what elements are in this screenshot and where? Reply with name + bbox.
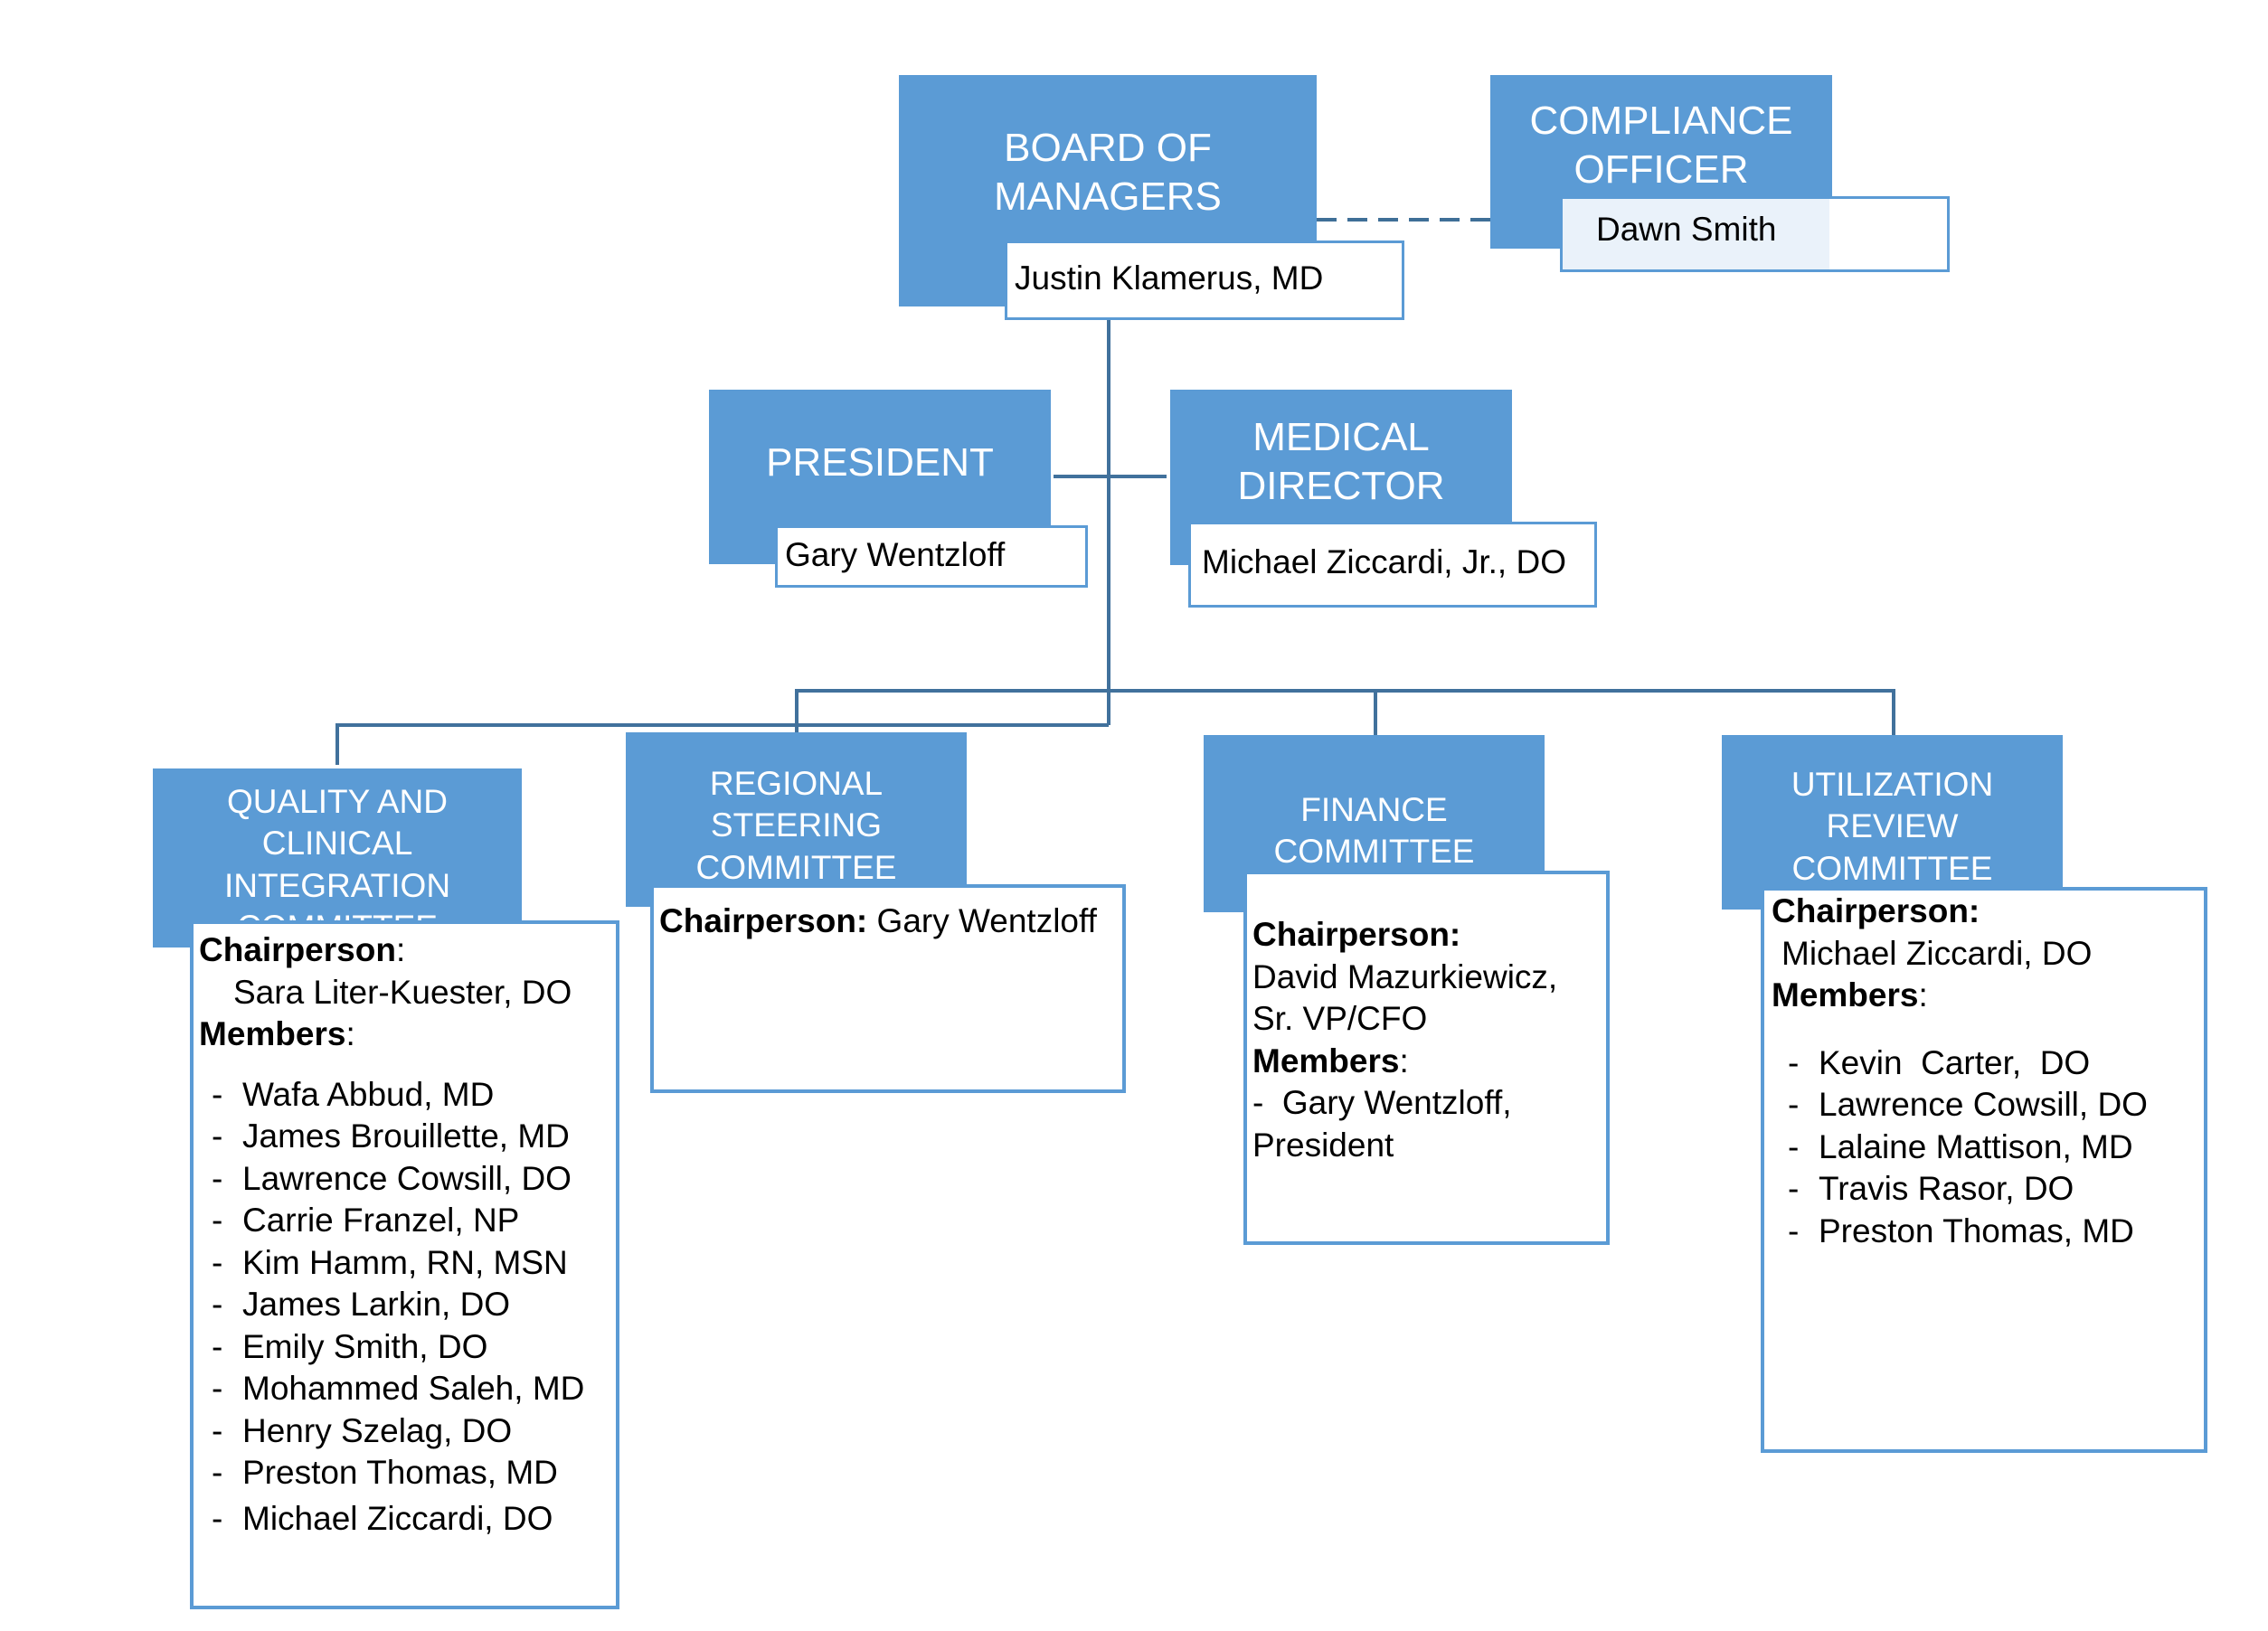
board-title: BOARD OF MANAGERS — [994, 126, 1222, 219]
regional-title: REGIONAL STEERING COMMITTEE — [695, 765, 897, 886]
member-name: Preston Thomas, MD — [242, 1454, 558, 1491]
member-name: Preston Thomas, MD — [1819, 1211, 2134, 1249]
finance-title: FINANCE COMMITTEE — [1273, 791, 1475, 871]
list-item: -Travis Rasor, DO — [1772, 1168, 2204, 1211]
list-item: -James Larkin, DO — [199, 1284, 616, 1326]
list-item: -Carrie Franzel, NP — [199, 1200, 616, 1242]
compliance-title: COMPLIANCE OFFICER — [1529, 99, 1793, 192]
member-name: Travis Rasor, DO — [1819, 1170, 2074, 1207]
regional-chair-label: Chairperson: — [659, 902, 868, 939]
utilization-header: UTILIZATION REVIEW COMMITTEE — [1722, 735, 2063, 910]
president-person-box: Gary Wentzloff — [775, 525, 1088, 588]
finance-chair-label: Chairperson: — [1252, 916, 1461, 953]
medical-director-person-box: Michael Ziccardi, Jr., DO — [1188, 522, 1597, 608]
quality-members-label: Members — [199, 1015, 346, 1052]
board-person-box: Justin Klamerus, MD — [1005, 240, 1404, 320]
list-item: -Emily Smith, DO — [199, 1326, 616, 1369]
finance-members-line: Members: — [1252, 1042, 1409, 1079]
quality-chair-name: Sara Liter-Kuester, DO — [233, 973, 572, 1011]
finance-member-name: Gary Wentzloff, — [1281, 1084, 1512, 1121]
list-item: -Lawrence Cowsill, DO — [1772, 1084, 2204, 1127]
member-name: Wafa Abbud, MD — [242, 1075, 495, 1113]
quality-details-box: Chairperson: Sara Liter-Kuester, DO Memb… — [190, 920, 619, 1609]
finance-chair-name-line1: David Mazurkiewicz, — [1252, 957, 1558, 995]
compliance-person: Dawn Smith — [1596, 211, 1777, 248]
member-name: Mohammed Saleh, MD — [242, 1370, 585, 1407]
regional-chair-name: Gary Wentzloff — [876, 902, 1097, 939]
list-item: -Lalaine Mattison, MD — [1772, 1127, 2204, 1169]
quality-chair-label: Chairperson — [199, 931, 396, 968]
quality-header: QUALITY AND CLINICAL INTEGRATION COMMITT… — [153, 768, 522, 947]
president-person: Gary Wentzloff — [785, 536, 1006, 573]
quality-chair-line: Chairperson: — [199, 931, 406, 968]
member-name: Kim Hamm, RN, MSN — [242, 1243, 568, 1281]
regional-chair-line: Chairperson: Gary Wentzloff — [659, 900, 1122, 943]
member-name: Lawrence Cowsill, DO — [1819, 1086, 2148, 1123]
finance-member-line1: - Gary Wentzloff, — [1252, 1084, 1512, 1121]
list-item: -Wafa Abbud, MD — [199, 1074, 616, 1117]
list-item: -Mohammed Saleh, MD — [199, 1368, 616, 1410]
member-name: Henry Szelag, DO — [242, 1411, 513, 1449]
medical-director-title: MEDICAL DIRECTOR — [1237, 415, 1445, 508]
member-name: James Larkin, DO — [242, 1286, 511, 1323]
compliance-person-box: Dawn Smith — [1560, 196, 1950, 272]
regional-details-box: Chairperson: Gary Wentzloff — [650, 884, 1126, 1093]
utilization-members-list: -Kevin Carter, DO -Lawrence Cowsill, DO … — [1772, 1042, 2204, 1253]
finance-chair-name-line2: Sr. VP/CFO — [1252, 1000, 1428, 1037]
utilization-details-box: Chairperson: Michael Ziccardi, DO Member… — [1761, 887, 2207, 1453]
utilization-title: UTILIZATION REVIEW COMMITTEE — [1791, 766, 1994, 887]
member-name: Michael Ziccardi, DO — [242, 1499, 553, 1537]
list-item: -Kevin Carter, DO — [1772, 1042, 2204, 1085]
list-item: -James Brouillette, MD — [199, 1116, 616, 1158]
list-item: -Lawrence Cowsill, DO — [199, 1158, 616, 1201]
utilization-chair-name: Michael Ziccardi, DO — [1781, 934, 2093, 972]
regional-header: REGIONAL STEERING COMMITTEE — [626, 732, 967, 907]
list-item: -Preston Thomas, MD — [1772, 1211, 2204, 1253]
utilization-members-line: Members: — [1772, 976, 1928, 1013]
quality-members-line: Members: — [199, 1015, 355, 1052]
utilization-members-label: Members — [1772, 976, 1919, 1013]
medical-director-person: Michael Ziccardi, Jr., DO — [1202, 543, 1566, 580]
finance-member-line2: President — [1252, 1126, 1394, 1164]
president-title: PRESIDENT — [766, 440, 994, 485]
utilization-chair-label: Chairperson: — [1772, 892, 1980, 929]
list-item: -Michael Ziccardi, DO — [199, 1498, 616, 1541]
finance-members-label: Members — [1252, 1042, 1400, 1079]
board-person: Justin Klamerus, MD — [1015, 259, 1324, 297]
list-item: -Kim Hamm, RN, MSN — [199, 1242, 616, 1285]
member-name: James Brouillette, MD — [242, 1117, 570, 1155]
finance-details-box: Chairperson: David Mazurkiewicz, Sr. VP/… — [1243, 871, 1610, 1245]
member-name: Kevin Carter, DO — [1819, 1043, 2091, 1081]
member-name: Lalaine Mattison, MD — [1819, 1127, 2133, 1165]
member-name: Emily Smith, DO — [242, 1327, 488, 1365]
member-name: Lawrence Cowsill, DO — [242, 1159, 572, 1197]
quality-members-list: -Wafa Abbud, MD -James Brouillette, MD -… — [199, 1074, 616, 1541]
list-item: -Preston Thomas, MD — [199, 1452, 616, 1494]
member-name: Carrie Franzel, NP — [242, 1202, 520, 1239]
list-item: -Henry Szelag, DO — [199, 1410, 616, 1453]
